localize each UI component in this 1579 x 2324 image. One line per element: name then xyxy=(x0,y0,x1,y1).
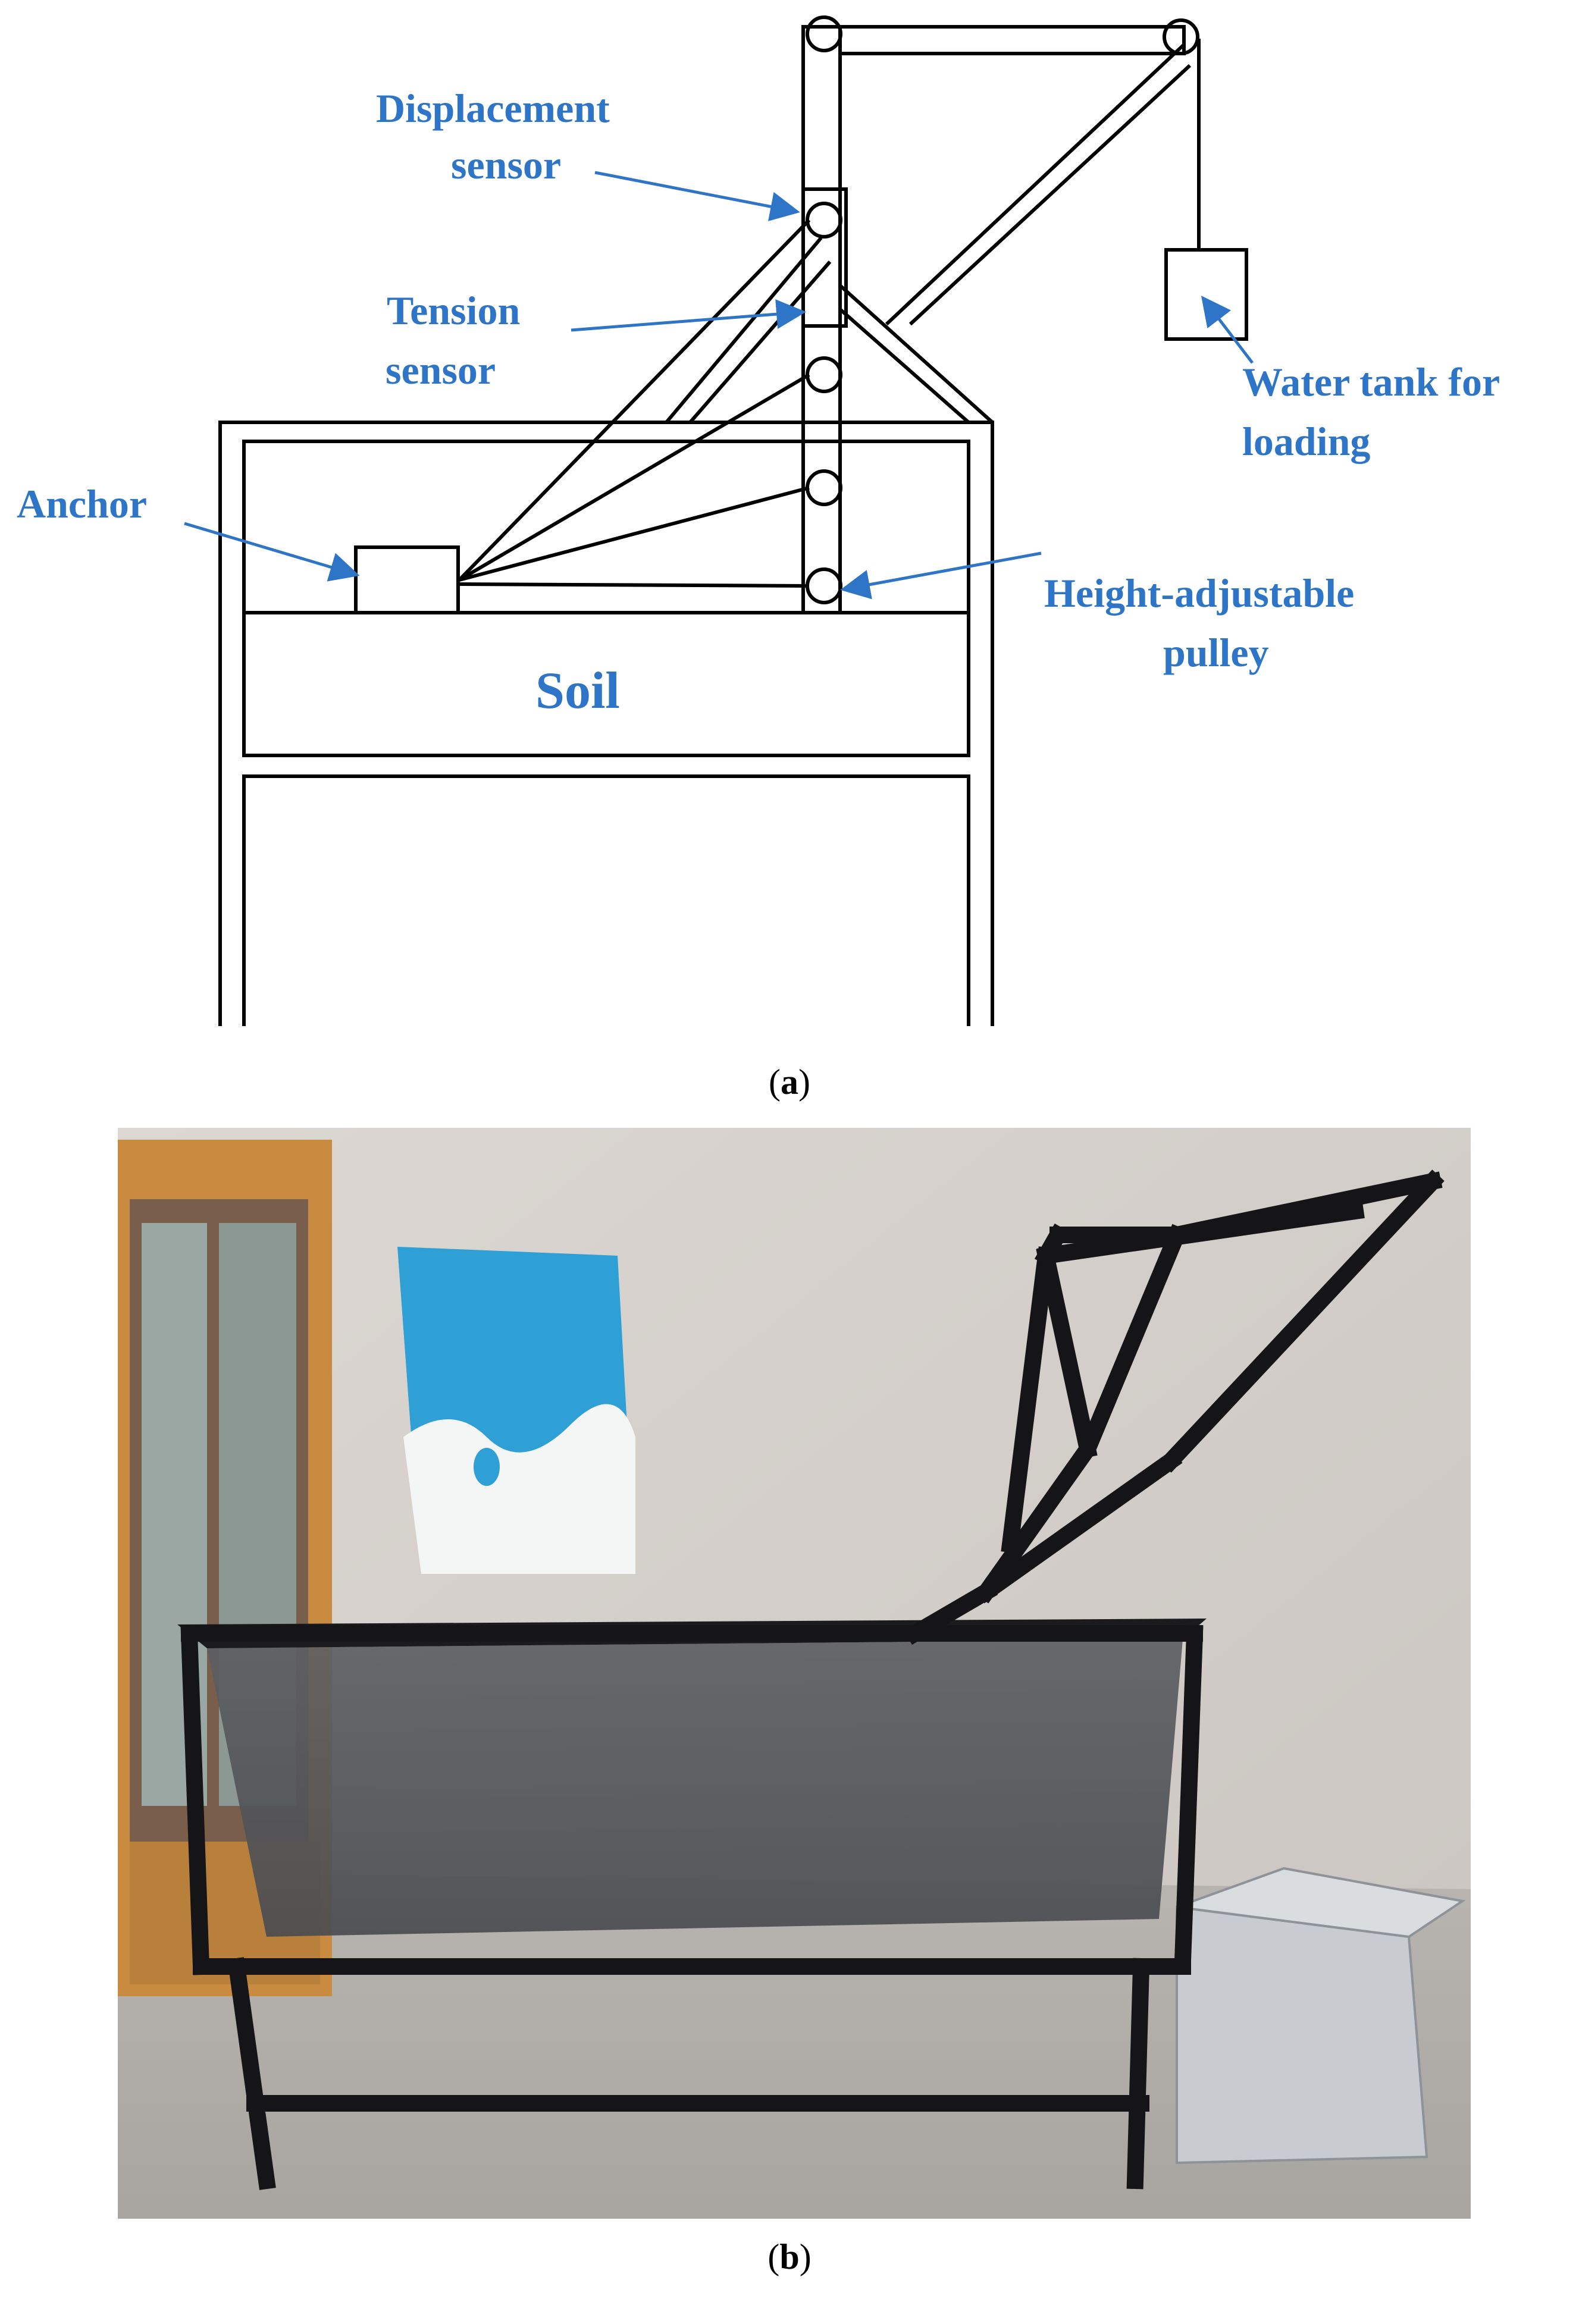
caption-a-letter: a xyxy=(781,1062,798,1102)
poster-drop xyxy=(474,1448,500,1486)
caption-b-open: ( xyxy=(767,2237,780,2276)
caption-b: (b) xyxy=(730,2237,849,2278)
caption-b-close: ) xyxy=(799,2237,812,2276)
frame-structure xyxy=(218,15,1248,1026)
tank-glass xyxy=(207,1639,1183,1937)
caption-a-open: ( xyxy=(769,1062,781,1102)
steel-frame xyxy=(180,1169,1445,2190)
poster-wave xyxy=(403,1404,635,1574)
label-water-tank-line1: Water tank for xyxy=(1242,359,1500,404)
label-displacement-line1: Displacement xyxy=(376,86,610,131)
label-tension-line1: Tension xyxy=(387,288,520,333)
label-pulley-line1: Height-adjustable xyxy=(1044,570,1354,616)
label-tension-line2: sensor xyxy=(386,347,496,393)
label-soil: Soil xyxy=(535,662,620,720)
label-anchor: Anchor xyxy=(17,481,147,526)
apparatus-photograph xyxy=(118,1128,1471,2219)
arrow-displacement xyxy=(594,171,800,221)
caption-a-close: ) xyxy=(798,1062,810,1102)
schematic-diagram: Displacement sensor Tension sensor Water… xyxy=(17,15,1500,1026)
arrow-water-tank xyxy=(1201,296,1254,364)
storage-box xyxy=(1176,1905,1428,2165)
caption-b-letter: b xyxy=(779,2237,800,2276)
caption-a: (a) xyxy=(730,1062,849,1103)
callout-arrows xyxy=(184,171,1254,600)
arrow-pulley xyxy=(840,551,1042,600)
label-pulley-line2: pulley xyxy=(1163,630,1269,675)
label-water-tank-line2: loading xyxy=(1242,419,1370,464)
arrow-anchor xyxy=(184,522,360,582)
arrow-tension xyxy=(571,299,806,332)
label-displacement-line2: sensor xyxy=(451,142,561,187)
storage-lid xyxy=(1176,1867,1466,1939)
